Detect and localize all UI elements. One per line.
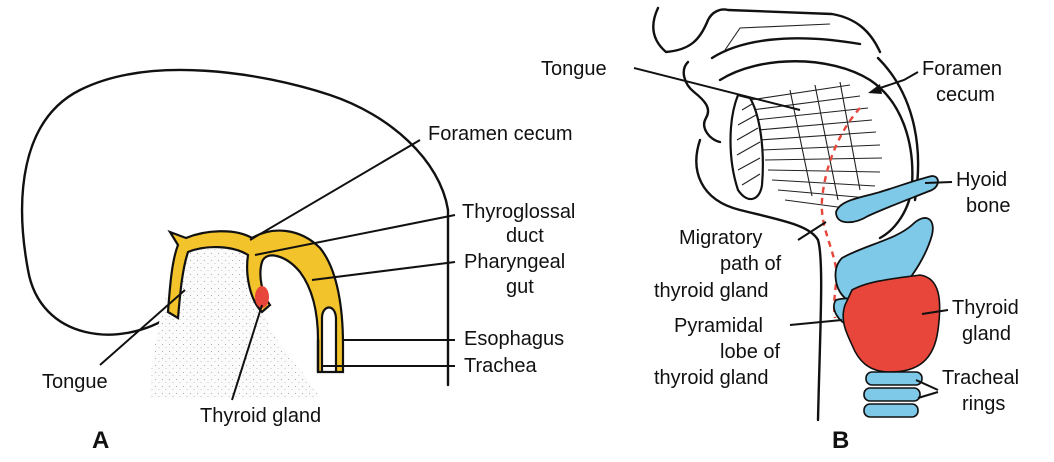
label-rings-b: rings <box>962 393 1005 415</box>
label-pathof-b: path of <box>720 253 782 275</box>
leader-foramen-cecum <box>249 139 421 241</box>
hyoid-bone <box>835 175 939 224</box>
leader-migratory-b <box>797 221 827 241</box>
label-tongue-b: Tongue <box>541 58 607 80</box>
mandible-hatching <box>736 103 761 186</box>
tracheal-ring-1 <box>865 371 923 386</box>
label-thyroid-b: Thyroid <box>952 297 1019 319</box>
neck-front-outline <box>695 138 823 422</box>
thyroid-primordium <box>255 286 269 308</box>
thyroid-cartilage <box>834 217 934 305</box>
label-thyroid-gland-a: Thyroid gland <box>200 405 321 427</box>
panel-b: Tongue Foramen cecum Hyoid bone Migrator… <box>541 6 1019 454</box>
pharyngeal-gut-lining <box>166 229 345 374</box>
leader-foramen-b <box>873 71 919 91</box>
label-migratory-b: Migratory <box>679 227 762 249</box>
label-bone-b: bone <box>966 195 1011 217</box>
leader-pyramidal-b <box>789 319 843 326</box>
leader-thyroglossal <box>254 214 456 256</box>
leader-pharyngeal <box>311 261 456 281</box>
label-lobeof-b: lobe of <box>720 341 780 363</box>
panel-a: Foramen cecum Thyroglossal duct Pharynge… <box>20 68 575 454</box>
label-thyroglossal-a: Thyroglossal <box>462 201 575 223</box>
palate-inner <box>710 37 862 60</box>
label-hyoid-b: Hyoid <box>956 169 1007 191</box>
tracheal-ring-2 <box>863 387 921 402</box>
label-esophagus-a: Esophagus <box>464 328 564 350</box>
label-duct-a: duct <box>506 225 544 247</box>
tongue-tissue <box>150 238 320 398</box>
leader-tongue-b <box>633 67 801 111</box>
label-gland-b: gland <box>962 323 1011 345</box>
label-foramen-b: Foramen <box>922 58 1002 80</box>
label-migratory-thyroid-b: thyroid gland <box>654 280 769 302</box>
palate-inner-2 <box>724 23 831 51</box>
label-tracheal-b: Tracheal <box>942 367 1019 389</box>
label-pyramidal-thyroid-b: thyroid gland <box>654 367 769 389</box>
label-cecum-b: cecum <box>936 84 995 106</box>
tongue-body <box>718 60 914 240</box>
leader-hyoid-b <box>924 181 953 184</box>
label-foramen-cecum-a: Foramen cecum <box>428 123 573 145</box>
leader-tongue-a <box>99 289 186 366</box>
leader-tracheal-b-1 <box>915 379 939 391</box>
leader-thyroid-b <box>921 309 949 315</box>
leader-tracheal-b-2 <box>917 391 939 399</box>
label-pharyngeal-a: Pharyngeal <box>464 251 565 273</box>
tongue-striations <box>749 81 883 211</box>
thyroid-gland <box>842 274 941 373</box>
nasal-palate-outline <box>652 6 882 54</box>
label-pyramidal-b: Pyramidal <box>674 315 763 337</box>
label-trachea-a: Trachea <box>464 355 538 377</box>
embryo-head-outline <box>20 68 450 387</box>
lip-outline <box>682 60 722 144</box>
tracheal-ring-3 <box>863 403 919 418</box>
tracheal-rings <box>863 371 923 418</box>
label-tongue-a: Tongue <box>42 371 108 393</box>
foramen-arrowhead <box>868 84 882 94</box>
leader-thyroid-a <box>231 304 263 401</box>
mandible <box>729 93 764 201</box>
panel-letter-a: A <box>92 427 109 454</box>
label-gut-a: gut <box>506 276 534 298</box>
panel-letter-b: B <box>832 427 849 454</box>
